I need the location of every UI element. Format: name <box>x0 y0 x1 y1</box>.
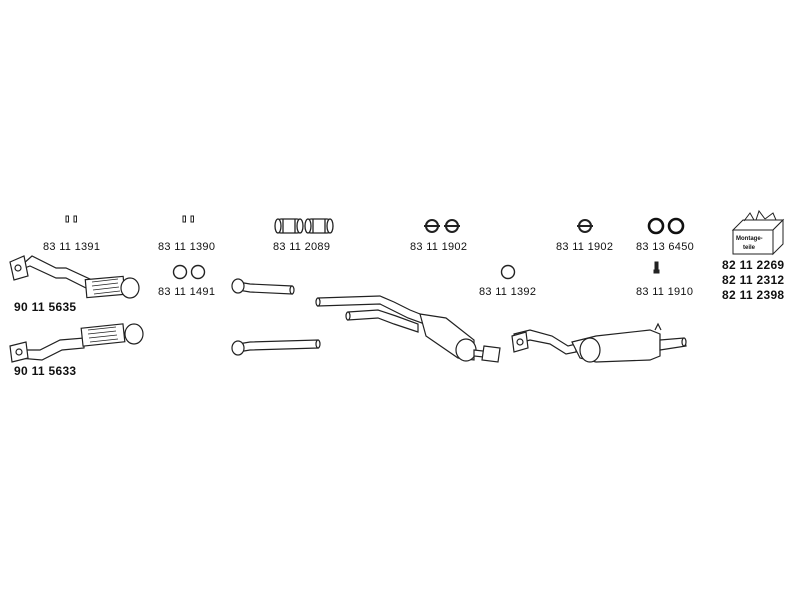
bracket-pair-1391 <box>65 215 77 223</box>
part-number-5635: 90 11 5635 <box>14 300 77 314</box>
clamp-pair-2089 <box>274 218 334 234</box>
kit-part-number-2312: 82 11 2312 <box>722 273 785 287</box>
front-pipe-catalytic-converter-5635 <box>9 255 140 299</box>
kit-part-number-2269: 82 11 2269 <box>722 258 785 272</box>
part-number-1902-a: 83 11 1902 <box>410 241 468 253</box>
svg-text:teile: teile <box>743 245 756 251</box>
part-number-6450: 83 13 6450 <box>636 241 695 253</box>
intermediate-pipe-upper <box>231 278 295 295</box>
part-number-1491: 83 11 1491 <box>158 286 216 298</box>
gasket-ring-pair-6450 <box>647 217 685 235</box>
part-number-1392: 83 11 1392 <box>479 286 537 298</box>
kit-part-number-2398: 82 11 2398 <box>722 288 785 302</box>
part-number-2089: 83 11 2089 <box>273 241 331 253</box>
rear-muffler <box>511 322 687 363</box>
intermediate-pipe-lower <box>231 339 321 356</box>
bolt-1910 <box>653 261 660 274</box>
part-number-5633: 90 11 5633 <box>14 364 77 378</box>
center-muffler <box>315 295 501 363</box>
bracket-pair-1390 <box>182 215 194 223</box>
svg-text:Montage-: Montage- <box>736 236 763 242</box>
part-number-1902-b: 83 11 1902 <box>556 241 614 253</box>
front-pipe-catalytic-converter-5633 <box>9 323 144 363</box>
mounting-kit-box-icon: Montage- teile <box>731 209 785 256</box>
gasket-ring-1392 <box>500 264 516 280</box>
part-number-1391: 83 11 1391 <box>43 241 101 253</box>
gasket-ring-pair-1491 <box>172 264 206 280</box>
part-number-1390: 83 11 1390 <box>158 241 216 253</box>
rubber-hanger-1902 <box>577 219 593 233</box>
rubber-hanger-pair-1902 <box>424 219 460 233</box>
part-number-1910: 83 11 1910 <box>636 286 694 298</box>
